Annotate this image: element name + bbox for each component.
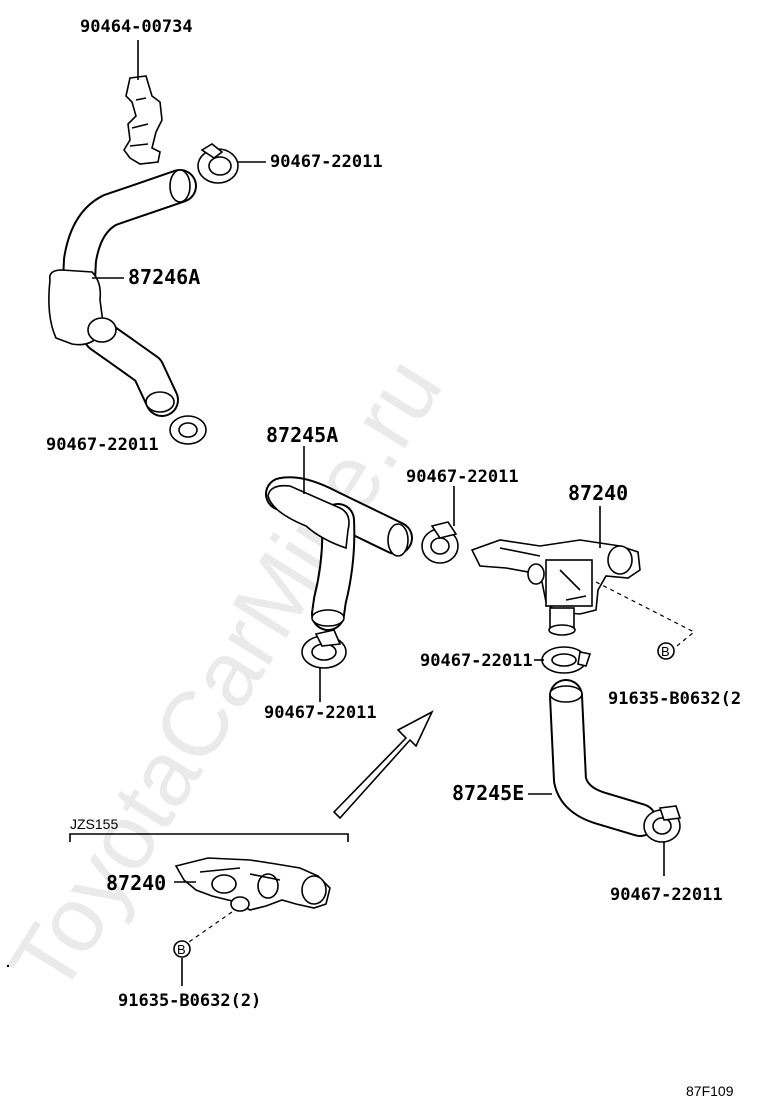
label-bolt-variant: 91635-B0632(2) xyxy=(118,991,261,1011)
label-hose-middle: 87245A xyxy=(266,423,338,447)
clamp-top xyxy=(197,143,239,184)
label-clamp-top: 90467-22011 xyxy=(270,152,383,172)
valve-main xyxy=(470,539,641,636)
label-clamp-lower: 90467-22011 xyxy=(610,885,723,905)
label-hose-upper: 87246A xyxy=(128,265,200,289)
clamp-upper-bottom xyxy=(169,415,207,445)
clamp-lower xyxy=(643,805,682,843)
stray-dot xyxy=(6,964,10,968)
clamp-valve-bottom xyxy=(541,646,592,674)
label-clamp-upper-bottom: 90467-22011 xyxy=(46,435,159,455)
hose-upper xyxy=(48,169,197,417)
valve-variant xyxy=(174,857,331,912)
label-valve-main: 87240 xyxy=(568,481,628,505)
clamp-middle-top xyxy=(421,521,459,564)
bolt-main: B xyxy=(657,642,675,660)
label-clamp-middle-top: 90467-22011 xyxy=(406,467,519,487)
diagram-code: 87F109 xyxy=(686,1083,734,1099)
label-variant-group: JZS155 xyxy=(70,816,118,832)
label-clip-top: 90464-00734 xyxy=(80,17,193,37)
bolt-variant-mark: B xyxy=(177,942,186,957)
variant-bracket xyxy=(69,833,349,842)
label-bolt-main: 91635-B0632(2 xyxy=(608,689,741,709)
direction-arrow xyxy=(332,710,434,820)
bolt-main-mark: B xyxy=(661,644,670,659)
label-clamp-middle-bottom: 90467-22011 xyxy=(264,703,377,723)
hose-middle xyxy=(265,476,413,631)
dash-line-variant xyxy=(185,911,233,945)
clip-part xyxy=(123,75,163,165)
dash-line-main xyxy=(595,581,696,651)
label-clamp-valve-bottom: 90467-22011 xyxy=(420,651,533,671)
hose-lower xyxy=(549,679,657,837)
label-valve-variant: 87240 xyxy=(106,871,166,895)
label-hose-lower: 87245E xyxy=(452,781,524,805)
clamp-middle-bottom xyxy=(301,629,347,669)
bolt-variant: B xyxy=(173,940,191,958)
